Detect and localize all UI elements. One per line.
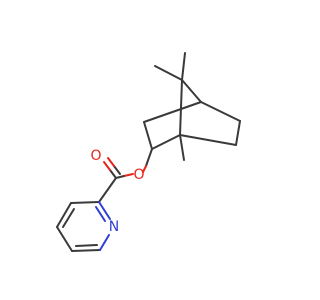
bond-carbonyl-double-lower-a [109,169,117,179]
bond-c6-to-nitrogen [99,234,110,251]
bond-c2-to-c3 [70,201,100,204]
ester-oxygen-label: O [133,167,144,183]
bond-nitrogen-to-c2 [98,201,111,220]
ester-group [98,148,153,203]
bond-carbonyl-double-upper-a [113,165,121,175]
bond-cho-to-oxygen [145,148,153,167]
bond-oxygen-segment [142,165,147,173]
bond-oxygen-to-carbonyl-carbon-a [123,173,134,177]
bond-bridgehead-top-to-ch2-left [143,101,202,123]
bond-carbonyl-double-upper-b [107,157,115,167]
bond-c3-to-c4 [56,202,72,228]
bond-bridge-to-methyl-a [181,52,186,81]
bond-inner-nitrogen-c2 [95,206,106,222]
pyridine-nitrogen-label: N [109,219,119,235]
bond-oxygen-to-carbonyl-carbon-b [115,175,125,179]
bond-ch2-left-to-cho [143,121,153,150]
bond-carbonyl-to-pyridine [98,177,117,203]
bond-bridge-to-methyl-b [154,65,183,81]
bond-carbonyl-double-lower-b [103,161,111,171]
bond-bridgehead-bottom-to-methyl [179,134,185,161]
bond-bridge-to-bridgehead-bottom [179,79,183,136]
carbonyl-oxygen-label: O [90,148,101,164]
bond-c5-to-c6 [71,249,101,252]
bond-inner-c5-c6 [75,244,98,247]
pyridine-ring [56,201,111,252]
bond-inner-c3-c4 [62,208,75,228]
bond-cho-to-bridgehead-bottom [151,134,181,150]
bond-ch2-right-to-ch2-lower [235,120,241,146]
bond-bridge-to-bridgehead-top [181,79,202,103]
molecule-structure-diagram: O O N [56,52,241,252]
bond-c4-to-c5 [56,226,73,252]
bicyclic-skeleton [143,52,241,161]
bond-bridgehead-top-to-ch2-right [200,101,241,122]
bond-ch2-lower-to-bridgehead-bottom [179,134,237,146]
